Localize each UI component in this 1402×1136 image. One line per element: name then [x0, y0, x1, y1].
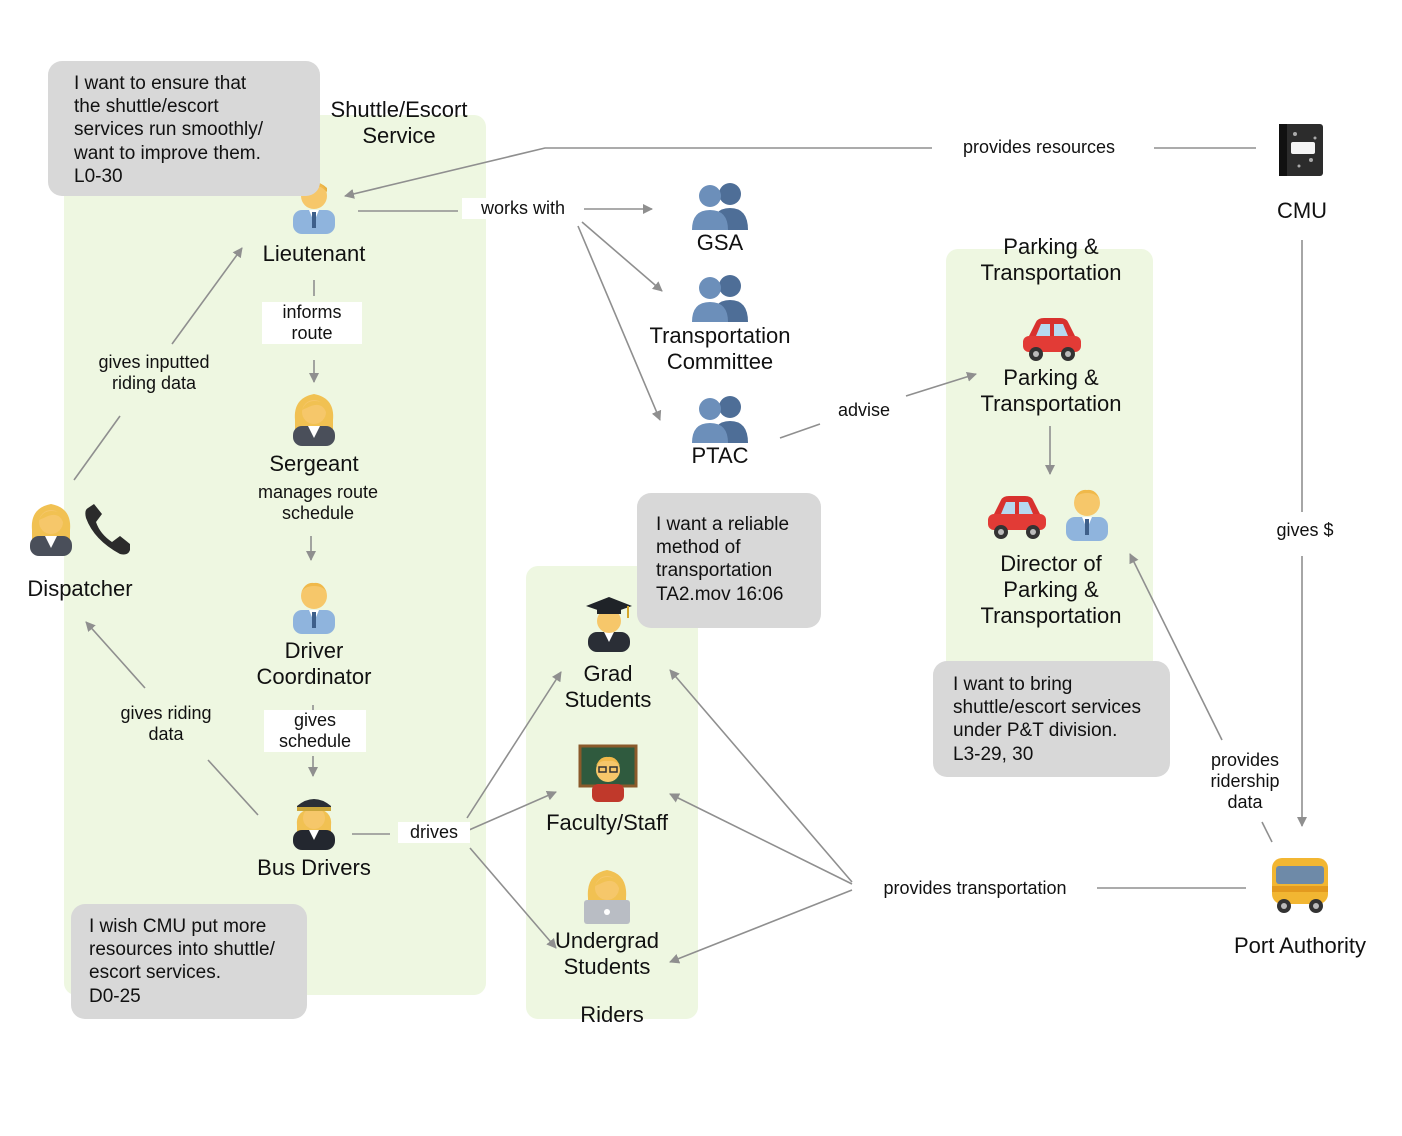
gives-inputted-riding-data-label: gives inputted riding data	[98, 352, 210, 394]
edge-workswith-committee	[581, 221, 663, 292]
provides-ridership-data-label: provides ridership data	[1192, 750, 1298, 814]
sergeant-label: Sergeant	[269, 451, 359, 476]
undergrad-students-label: Undergrad Students	[555, 928, 659, 979]
edge-workswith-ptac	[577, 225, 662, 421]
manages-route-schedule-label: manages route schedule	[257, 482, 379, 524]
man-office-worker-icon	[1066, 489, 1108, 541]
red-car-icon	[988, 496, 1046, 539]
transportation-committee-label: Transportation Committee	[649, 323, 791, 374]
lieutenant-quote-bubble: I want to ensure that the shuttle/escort…	[48, 61, 320, 196]
busts-in-silhouette-icon	[692, 396, 748, 443]
woman-office-worker-icon	[293, 394, 335, 446]
edge-drives-faculty	[468, 791, 557, 831]
informs-route-label: informs route	[262, 302, 362, 345]
grad-quote-bubble: I want a reliable method of transportati…	[637, 493, 821, 628]
busts-in-silhouette-icon	[692, 183, 748, 230]
edge-ridingdata-dispatcher	[85, 621, 146, 689]
edge-inputted-lieutenant	[171, 247, 243, 345]
port-authority-label: Port Authority	[1233, 933, 1367, 958]
riders-group-title: Riders	[580, 1002, 644, 1027]
pt-node-label: Parking & Transportation	[980, 365, 1122, 416]
edge-ridership-director	[1129, 553, 1223, 741]
lieutenant-quote-text: I want to ensure that the shuttle/escort…	[74, 73, 264, 187]
grad-quote-text: I want a reliable method of transportati…	[656, 514, 790, 605]
telephone-receiver-icon	[85, 504, 130, 555]
busts-in-silhouette-icon	[692, 275, 748, 322]
faculty-staff-label: Faculty/Staff	[546, 810, 668, 835]
ptac-label: PTAC	[691, 443, 749, 468]
gives-money-label: gives $	[1262, 520, 1348, 542]
bus-icon	[1272, 858, 1328, 913]
cmu-label: CMU	[1276, 198, 1328, 223]
woman-office-worker-icon	[30, 504, 72, 556]
bus-drivers-label: Bus Drivers	[257, 855, 371, 880]
shuttle-escort-group-title: Shuttle/Escort Service	[330, 97, 468, 148]
parking-group-title: Parking & Transportation	[980, 234, 1122, 285]
woman-technologist-icon	[584, 870, 630, 924]
gives-schedule-label: gives schedule	[264, 710, 366, 753]
gsa-label: GSA	[696, 230, 744, 255]
man-office-worker-icon	[293, 182, 335, 234]
works-with-label: works with	[462, 198, 584, 220]
drives-label: drives	[398, 822, 470, 844]
grad-students-label: Grad Students	[564, 661, 652, 712]
bus-driver-quote-bubble: I wish CMU put more resources into shutt…	[71, 904, 307, 1019]
edge-transport-undergrad	[669, 889, 853, 964]
man-office-worker-icon	[293, 582, 335, 634]
edge-dispatcher-inputted	[73, 415, 121, 481]
edge-transport-grad	[669, 669, 853, 883]
composition-notebook-icon	[1279, 124, 1323, 176]
edge-pa-ridership	[1261, 821, 1273, 843]
woman-pilot-icon	[293, 799, 335, 850]
provides-resources-label: provides resources	[934, 137, 1144, 159]
gives-riding-data-label: gives riding data	[120, 703, 212, 745]
director-quote-bubble: I want to bring shuttle/escort services …	[933, 661, 1170, 777]
lieutenant-label: Lieutenant	[262, 241, 366, 266]
edge-drives-grad	[466, 671, 562, 819]
edge-ptac-advise	[779, 423, 821, 439]
bus-driver-quote-text: I wish CMU put more resources into shutt…	[89, 916, 275, 1007]
edge-cmu-lieutenant-2	[344, 147, 932, 199]
edge-busdrivers-ridingdata	[207, 759, 259, 816]
edge-drives-undergrad	[469, 847, 557, 949]
teacher-icon	[578, 744, 638, 802]
man-graduate-icon	[586, 597, 632, 652]
driver-coordinator-label: Driver Coordinator	[256, 638, 372, 689]
advise-label: advise	[826, 400, 902, 422]
director-quote-text: I want to bring shuttle/escort services …	[953, 674, 1141, 765]
edge-advise-pt	[905, 371, 977, 397]
shuttle-escort-group	[64, 115, 486, 995]
dispatcher-label: Dispatcher	[27, 576, 133, 601]
provides-transportation-label: provides transportation	[858, 878, 1092, 900]
edge-transport-faculty	[669, 793, 853, 885]
director-label: Director of Parking & Transportation	[980, 551, 1122, 628]
red-car-icon	[1023, 318, 1081, 361]
